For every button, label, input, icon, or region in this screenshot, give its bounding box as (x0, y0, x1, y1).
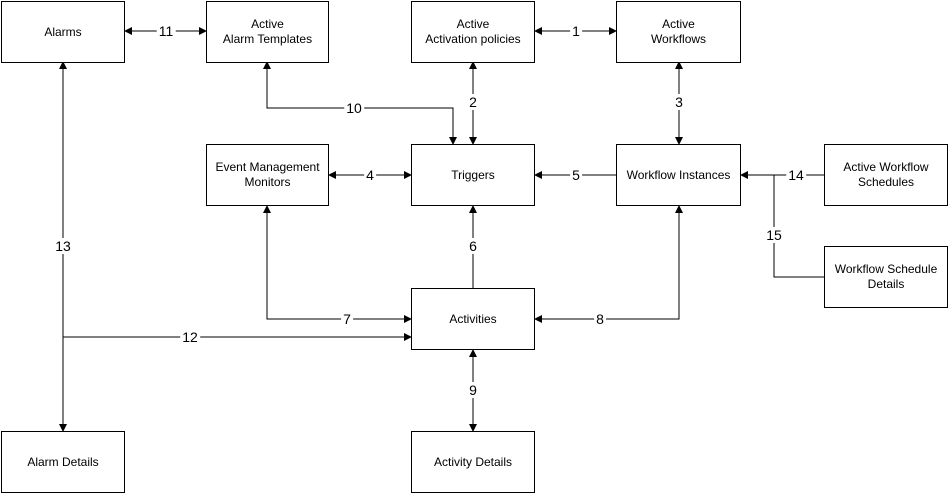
edge-label-11: 11 (156, 23, 176, 39)
node-active-workflows-line2: Workflows (650, 32, 707, 46)
node-workflow-schedule-details: Workflow Schedule Details (824, 246, 948, 308)
edge-label-12: 12 (180, 329, 200, 345)
node-activation-policies-line1: Active (456, 17, 490, 31)
node-event-monitors-line1: Event Management (215, 160, 320, 174)
node-activity-details: Activity Details (411, 431, 535, 493)
node-activation-policies-line2: Activation policies (425, 32, 521, 46)
node-alarms-line1: Alarms (44, 24, 82, 39)
node-active-workflows: Active Workflows (616, 1, 741, 63)
node-active-alarm-templates: Active Alarm Templates (206, 1, 329, 63)
node-alarm-templates-line1: Active (251, 17, 284, 31)
node-alarm-details-line1: Alarm Details (27, 454, 99, 469)
edge-8-line (534, 205, 683, 323)
node-workflow-schedules-line2: Schedules (857, 175, 915, 189)
edge-label-7: 7 (341, 311, 353, 327)
node-triggers-line1: Triggers (451, 167, 495, 182)
node-workflow-instances: Workflow Instances (616, 144, 741, 206)
node-active-workflow-schedules: Active Workflow Schedules (824, 144, 948, 206)
node-schedule-details-line1: Workflow Schedule (834, 262, 938, 276)
edge-label-15: 15 (764, 227, 784, 243)
edge-15-line (773, 175, 824, 278)
node-activities-line1: Activities (449, 311, 497, 326)
edge-label-4: 4 (364, 167, 376, 183)
node-active-workflows-line1: Active (662, 17, 695, 31)
edge-label-5: 5 (570, 167, 582, 183)
node-workflow-instances-line1: Workflow Instances (626, 167, 731, 182)
node-event-monitors-line2: Monitors (244, 175, 291, 189)
node-triggers: Triggers (411, 144, 535, 206)
edge-7-line (263, 205, 412, 323)
node-activities: Activities (411, 288, 535, 350)
edge-label-1: 1 (570, 23, 582, 39)
node-alarm-templates-line2: Alarm Templates (222, 32, 313, 46)
node-active-activation-policies: Active Activation policies (411, 1, 535, 63)
edge-label-3: 3 (673, 94, 685, 110)
node-schedule-details-line2: Details (867, 277, 905, 291)
node-workflow-schedules-line1: Active Workflow (843, 160, 929, 174)
edge-label-8: 8 (594, 311, 606, 327)
edge-label-13: 13 (53, 238, 73, 254)
node-alarm-details: Alarm Details (1, 431, 125, 493)
node-alarms: Alarms (1, 1, 125, 63)
node-activity-details-line1: Activity Details (433, 454, 513, 469)
edge-label-6: 6 (467, 238, 479, 254)
edge-label-2: 2 (467, 94, 479, 110)
edge-label-10: 10 (344, 100, 364, 116)
edge-label-14: 14 (786, 167, 806, 183)
edge-label-9: 9 (467, 382, 479, 398)
node-event-management-monitors: Event Management Monitors (206, 144, 329, 206)
